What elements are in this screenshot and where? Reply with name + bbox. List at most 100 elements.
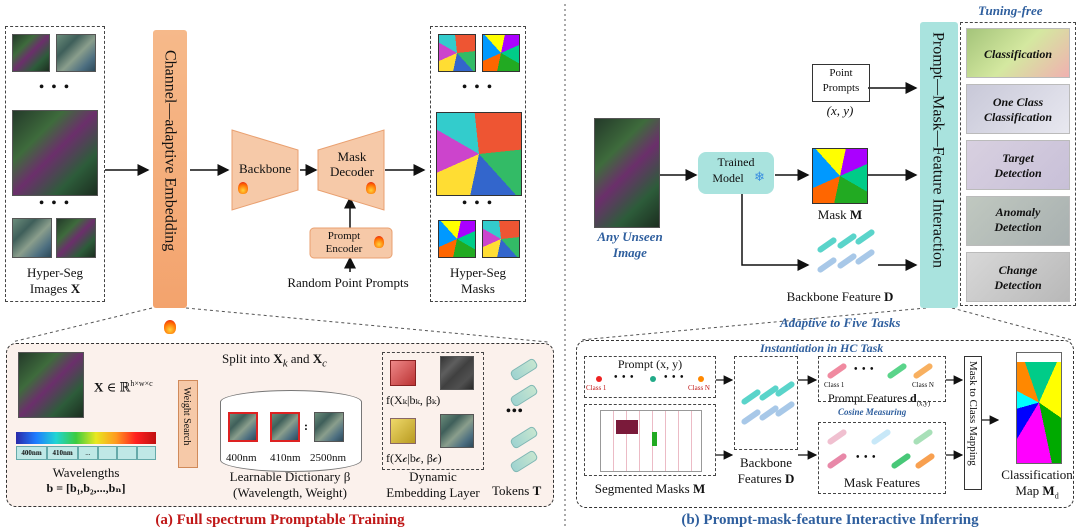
cosine-label: Cosine Measuring bbox=[838, 407, 907, 417]
zoom-line-right bbox=[185, 307, 549, 343]
pf-class1: Class 1 bbox=[824, 381, 845, 389]
mask-features-box bbox=[818, 422, 946, 494]
mid-dot bbox=[650, 376, 656, 382]
input-cube-4 bbox=[56, 218, 96, 258]
seg-masks-box bbox=[584, 404, 716, 476]
task-classification: Classification bbox=[966, 28, 1070, 78]
task-1-line1: One Class bbox=[992, 95, 1044, 109]
dict-colon: : bbox=[304, 419, 308, 433]
prompt-encoder-line2: Encoder bbox=[325, 243, 363, 255]
backbone-features-box bbox=[734, 356, 798, 450]
backbone-features-line2: Features D bbox=[737, 471, 795, 486]
task-one-class: One Class Classification bbox=[966, 84, 1070, 134]
dictionary-title-line2: (Wavelength, Weight) bbox=[233, 485, 347, 500]
task-1-line2: Classification bbox=[983, 110, 1052, 124]
prompt-encoder-rect bbox=[309, 227, 393, 259]
task-4-line2: Detection bbox=[994, 278, 1042, 292]
dynamic-embedding-box bbox=[382, 352, 484, 470]
classN-label: Class N bbox=[688, 384, 710, 392]
arrow-model-to-feature bbox=[741, 192, 810, 271]
embedding-bar-label: Channel—adaptive Embedding bbox=[161, 50, 179, 252]
output-ellipsis-bottom: • • • bbox=[462, 196, 494, 211]
task-3-line1: Anomaly bbox=[995, 205, 1041, 219]
input-cube-1 bbox=[12, 34, 50, 72]
dynamic-label-line2: Embedding Layer bbox=[386, 485, 480, 500]
split-text: Split into Xk and Xc bbox=[222, 351, 327, 370]
unseen-image-cube bbox=[594, 118, 660, 228]
channel-adaptive-embedding-bar: Channel—adaptive Embedding bbox=[153, 30, 187, 334]
task-anomaly: Anomaly Detection bbox=[966, 196, 1070, 246]
fc-formula: f(X𝒸|b𝒸, β𝒸) bbox=[386, 451, 442, 465]
backbone-label: Backbone bbox=[239, 161, 291, 176]
token-dots: ••• bbox=[506, 404, 524, 419]
input-cube-3 bbox=[12, 218, 52, 258]
mask-to-class-box: Mask to Class Mapping bbox=[964, 356, 982, 490]
mask-features-label: Mask Features bbox=[843, 475, 921, 490]
output-label-line1: Hyper-Seg bbox=[449, 265, 507, 280]
dict-cube-2500 bbox=[314, 412, 344, 442]
task-change: Change Detection bbox=[966, 252, 1070, 302]
task-0-line1: Classification bbox=[983, 47, 1052, 61]
dict-label-410: 410nm bbox=[270, 452, 301, 464]
wavelengths-label: Wavelengths bbox=[52, 465, 120, 480]
wavelength-tick-2: ... bbox=[78, 446, 98, 460]
output-mask-4 bbox=[482, 220, 520, 258]
wavelength-tick-0: 400nm bbox=[16, 446, 48, 460]
interaction-bar: Prompt—Mask—Feature Interaction bbox=[920, 22, 958, 308]
xy-label: (x, y) bbox=[826, 103, 854, 118]
fk-formula: f(Xₖ|bₖ, βₖ) bbox=[386, 393, 441, 407]
unseen-line2: Image bbox=[613, 245, 647, 260]
hc-title: Instantiation in HC Task bbox=[760, 341, 884, 355]
class-map-line1: Classification bbox=[1001, 467, 1073, 482]
tasks-box bbox=[960, 22, 1076, 306]
weight-search-block: Weight Search bbox=[178, 380, 198, 468]
mf-dots: • • • bbox=[856, 452, 877, 463]
output-mask-2 bbox=[482, 34, 520, 72]
interaction-bar-label: Prompt—Mask—Feature Interaction bbox=[929, 32, 947, 268]
unseen-line1: Any Unseen bbox=[597, 229, 663, 244]
hc-detail-box bbox=[576, 340, 1074, 508]
pf-classN: Class N bbox=[912, 381, 934, 389]
flame-icon-backbone bbox=[238, 182, 248, 194]
spectrum-bar bbox=[16, 432, 156, 444]
input-label-line1: Hyper-Seg bbox=[26, 265, 84, 280]
wavelength-tick-row: 400nm 410nm ... bbox=[16, 446, 156, 460]
dict-label-2500: 2500nm bbox=[310, 452, 347, 464]
prompt-features-label: Prompt Features d(x,y) bbox=[828, 391, 931, 408]
wavelength-tick-3 bbox=[97, 446, 118, 460]
tuning-free-label: Tuning-free bbox=[978, 3, 1043, 18]
class1-label: Class 1 bbox=[586, 384, 607, 392]
backbone-features-line1: Backbone bbox=[740, 455, 792, 470]
backbone-feature-label: Backbone Feature D bbox=[786, 289, 894, 304]
zoom-line-right-a bbox=[579, 307, 927, 341]
flame-icon-decoder bbox=[366, 182, 376, 194]
task-2-line1: Target bbox=[1002, 151, 1034, 165]
input-cube-2 bbox=[56, 34, 96, 72]
kernel-yellow bbox=[390, 418, 416, 444]
seg-mask-green bbox=[652, 432, 657, 446]
point-prompts-box: Point Prompts bbox=[812, 64, 870, 102]
mask-decoder-line1: Mask bbox=[337, 149, 367, 164]
backbone-trapezoid bbox=[231, 129, 299, 211]
trained-model-line1: Trained bbox=[717, 155, 755, 169]
prompt-xy-box bbox=[584, 356, 716, 398]
point-prompts-line2: Prompts bbox=[822, 82, 860, 94]
task-4-line1: Change bbox=[998, 263, 1038, 277]
feature-map-k bbox=[440, 356, 474, 390]
task-2-line2: Detection bbox=[994, 166, 1042, 180]
input-label-line2: Images X bbox=[29, 281, 81, 296]
output-masks-box bbox=[430, 26, 526, 302]
task-3-line2: Detection bbox=[994, 220, 1042, 234]
trained-model-box: Trained Model ❄ bbox=[698, 152, 774, 194]
weight-search-label: Weight Search bbox=[181, 387, 192, 446]
mask-m-label: Mask M bbox=[817, 207, 863, 222]
output-label-line2: Masks bbox=[461, 281, 495, 296]
output-mask-1 bbox=[438, 34, 476, 72]
seg-mask-slice bbox=[616, 420, 638, 434]
caption-b: (b) Prompt-mask-feature Interactive Infe… bbox=[681, 512, 979, 528]
point-prompts-line1: Point bbox=[829, 67, 853, 79]
pf-dots: • • • bbox=[854, 364, 875, 375]
seg-masks-label: Segmented Masks M bbox=[594, 481, 706, 496]
task-target: Target Detection bbox=[966, 140, 1070, 190]
